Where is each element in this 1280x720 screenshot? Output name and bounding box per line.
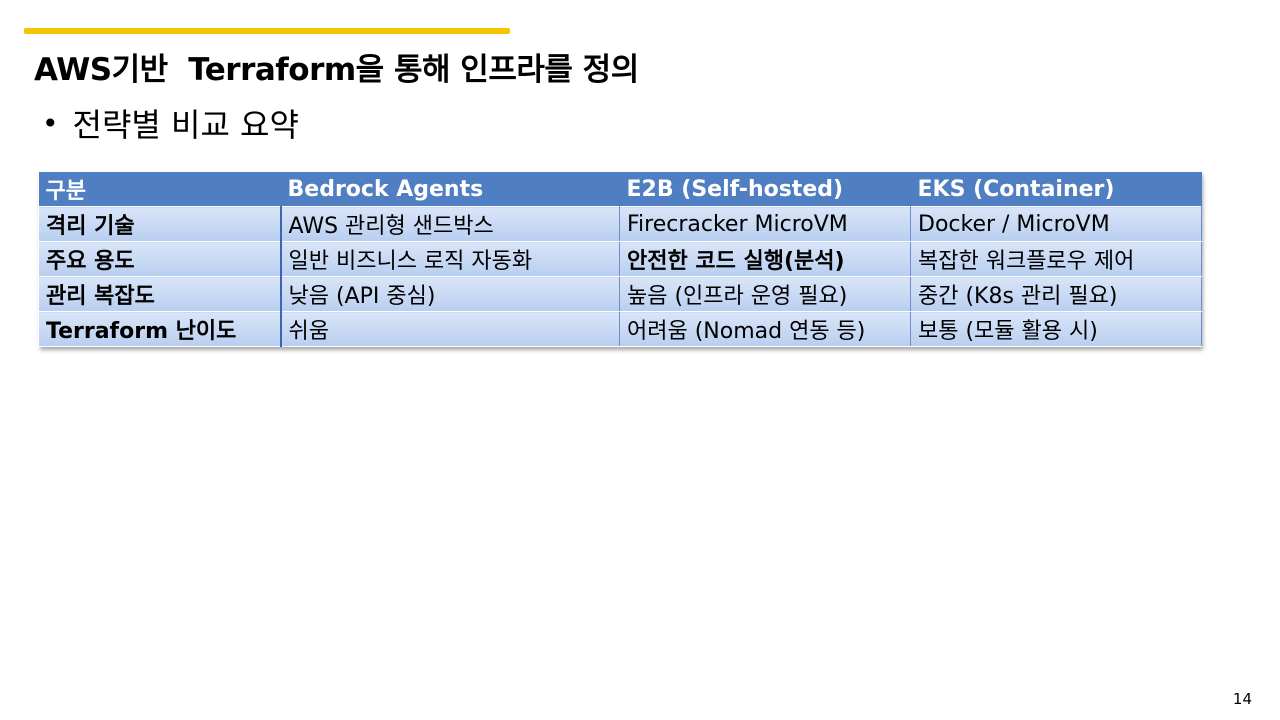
table-cell: Docker / MicroVM	[910, 206, 1202, 242]
title-accent-bar	[24, 28, 510, 34]
comparison-table-container: 구분 Bedrock Agents E2B (Self-hosted) EKS …	[38, 172, 1202, 347]
column-header: EKS (Container)	[910, 172, 1202, 207]
table-cell: 어려움 (Nomad 연동 등)	[619, 311, 911, 347]
table-cell: Firecracker MicroVM	[619, 206, 911, 242]
column-header: Bedrock Agents	[280, 172, 620, 207]
table-row: 격리 기술 AWS 관리형 샌드박스 Firecracker MicroVM D…	[38, 206, 1202, 242]
table-row: Terraform 난이도 쉬움 어려움 (Nomad 연동 등) 보통 (모듈…	[38, 311, 1202, 347]
column-header: 구분	[38, 172, 281, 207]
table-cell: 보통 (모듈 활용 시)	[910, 311, 1202, 347]
column-header: E2B (Self-hosted)	[619, 172, 911, 207]
table-cell: 중간 (K8s 관리 필요)	[910, 276, 1202, 312]
row-header-cell: Terraform 난이도	[38, 311, 282, 347]
row-header-cell: 격리 기술	[38, 206, 282, 242]
table-cell: 복잡한 워크플로우 제어	[910, 241, 1202, 277]
table-row: 주요 용도 일반 비즈니스 로직 자동화 안전한 코드 실행(분석) 복잡한 워…	[38, 241, 1202, 277]
table-cell: 일반 비즈니스 로직 자동화	[280, 241, 620, 277]
slide-title: AWS기반 Terraform을 통해 인프라를 정의	[34, 52, 639, 88]
bullet-item: • 전략별 비교 요약	[42, 100, 299, 146]
table-cell: 낮음 (API 중심)	[280, 276, 620, 312]
table-cell-emphasized: 안전한 코드 실행(분석)	[619, 241, 911, 277]
row-header-cell: 관리 복잡도	[38, 276, 282, 312]
bullet-text: 전략별 비교 요약	[72, 106, 299, 144]
page-number: 14	[1232, 690, 1252, 708]
table-row: 관리 복잡도 낮음 (API 중심) 높음 (인프라 운영 필요) 중간 (K8…	[38, 276, 1202, 312]
comparison-table: 구분 Bedrock Agents E2B (Self-hosted) EKS …	[38, 172, 1202, 347]
table-cell: 높음 (인프라 운영 필요)	[619, 276, 911, 312]
row-header-cell: 주요 용도	[38, 241, 282, 277]
table-header-row: 구분 Bedrock Agents E2B (Self-hosted) EKS …	[38, 172, 1202, 207]
bullet-dot-icon: •	[42, 106, 59, 140]
table-cell: 쉬움	[280, 311, 620, 347]
table-cell: AWS 관리형 샌드박스	[280, 206, 620, 242]
